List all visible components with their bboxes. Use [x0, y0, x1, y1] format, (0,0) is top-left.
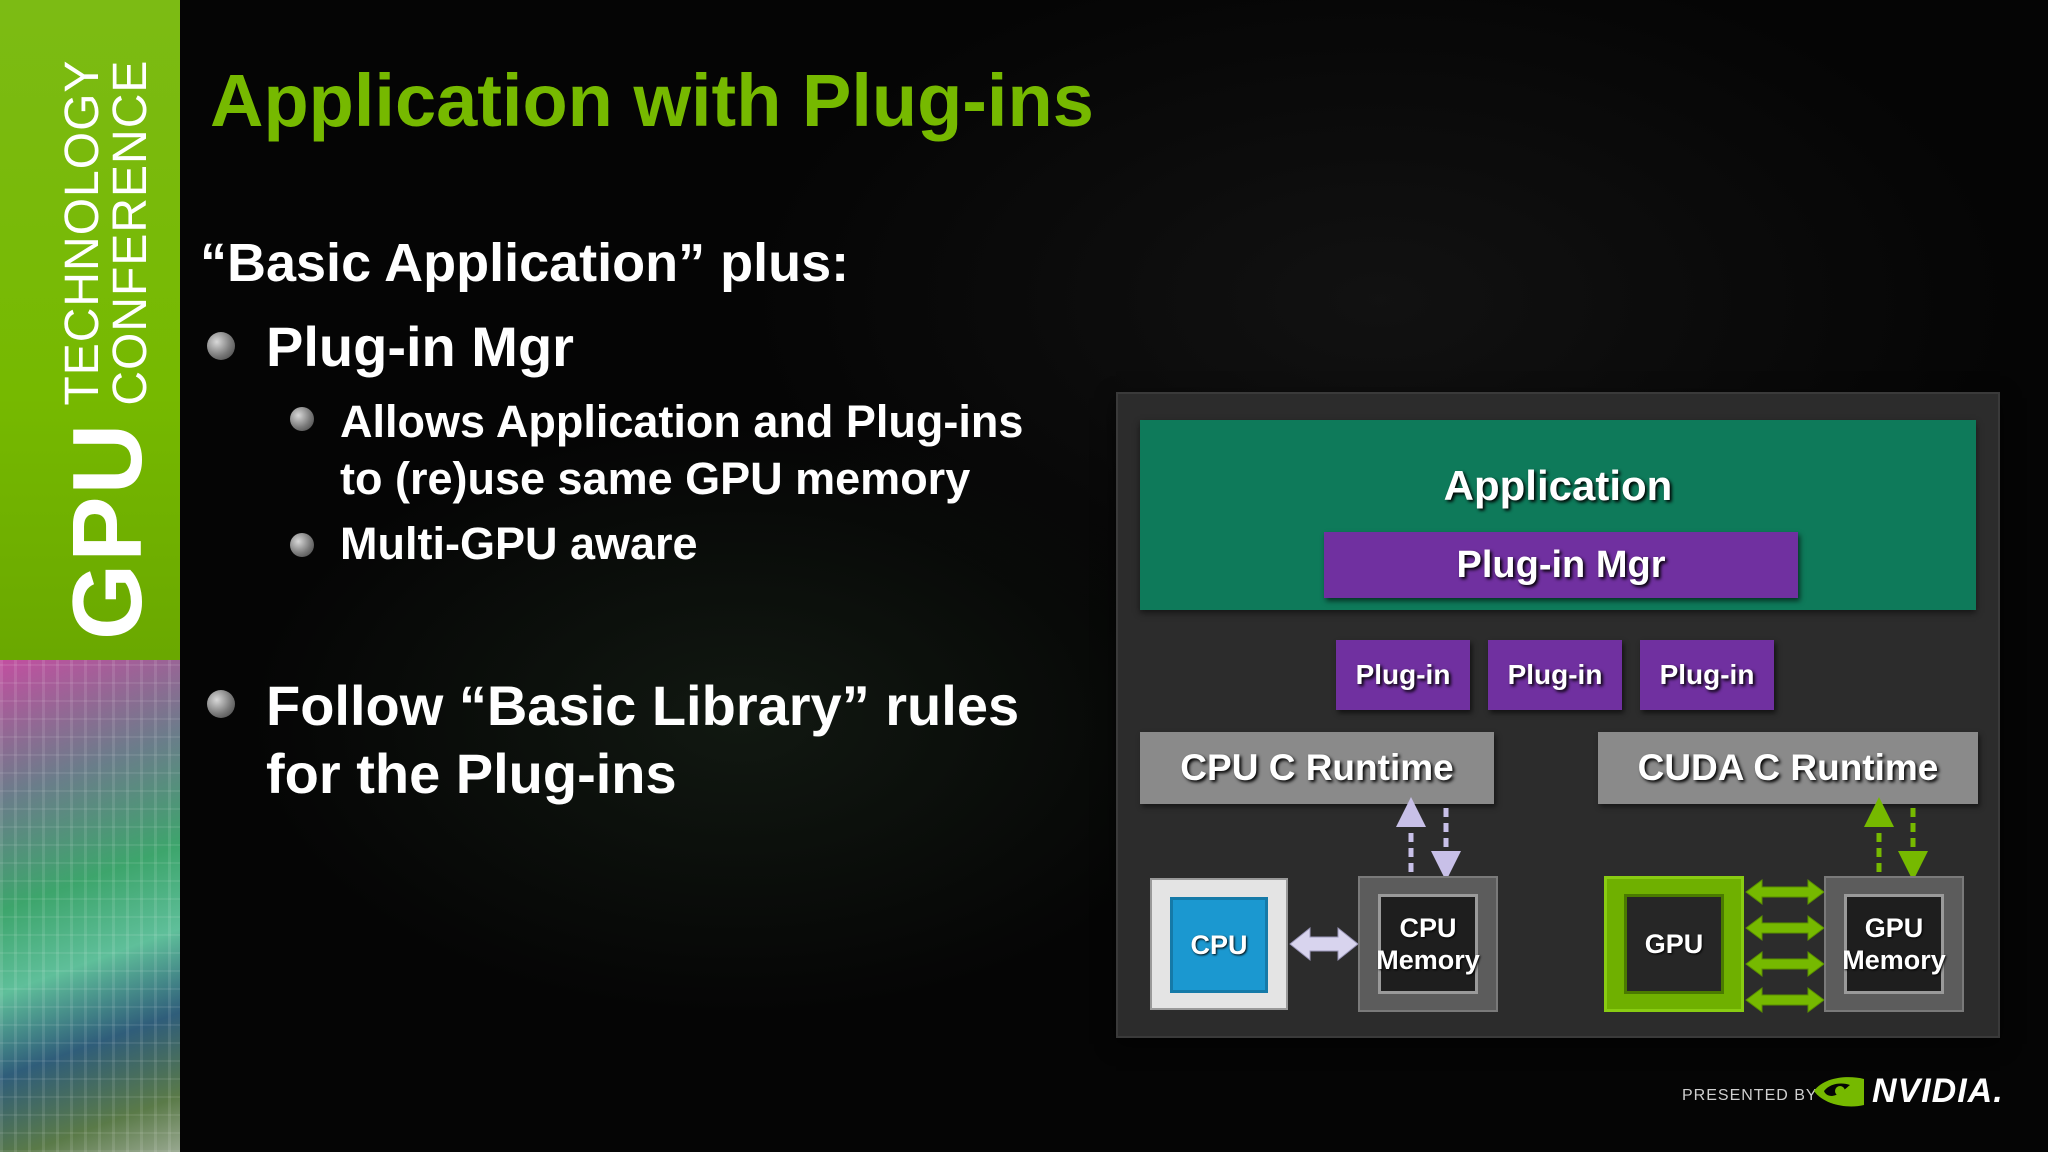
- intro-text: “Basic Application” plus:: [200, 233, 850, 293]
- bullet-icon: [207, 690, 235, 718]
- sub-bullet-icon: [290, 407, 314, 431]
- bullet-plugin-mgr: Plug-in Mgr: [266, 315, 574, 378]
- cpu-memory-label-line1: CPU: [1399, 913, 1457, 943]
- sub-bullet-memory-reuse-line2: to (re)use same GPU memory: [340, 453, 971, 504]
- bullet-follow-rules-line2: for the Plug-ins: [266, 742, 677, 805]
- application-label: Application: [1443, 462, 1673, 509]
- gpu-memory-label-line1: GPU: [1864, 913, 1924, 943]
- presented-by-label: PRESENTED BY: [1682, 1087, 1818, 1104]
- sub-bullet-multi-gpu: Multi-GPU aware: [340, 518, 698, 569]
- gpu-memory-label-line2: Memory: [1842, 945, 1946, 975]
- side-banner-chip-image: [0, 660, 180, 1152]
- cpu-memory-link-arrow: [1289, 926, 1359, 962]
- diagram-arrows: [1289, 797, 1928, 1013]
- cuda-runtime-box: CUDA C Runtime: [1598, 732, 1978, 804]
- nvidia-wordmark: NVIDIA.: [1872, 1072, 2004, 1110]
- plugin-box-1: Plug-in: [1336, 640, 1470, 710]
- cpu-chip: CPU: [1170, 897, 1268, 993]
- cpu-runtime-box: CPU C Runtime: [1140, 732, 1494, 804]
- plugin-mgr-box: Plug-in Mgr: [1324, 532, 1798, 598]
- sub-bullet-icon: [290, 533, 314, 557]
- gpu-chip: GPU: [1624, 894, 1724, 994]
- bullet-icon: [207, 332, 235, 360]
- cpu-memory-label-line2: Memory: [1376, 945, 1480, 975]
- plugin-box-3: Plug-in: [1640, 640, 1774, 710]
- gpu-memory-chip: GPU Memory: [1842, 894, 1946, 994]
- architecture-diagram: Application Plug-in Mgr Plug-in Plug-in …: [1116, 392, 2000, 1038]
- bullet-follow-rules-line1: Follow “Basic Library” rules: [266, 674, 1020, 737]
- conference-logo: GPU TECHNOLOGY CONFERENCE: [52, 59, 162, 640]
- conference-logo-conference: CONFERENCE: [104, 59, 157, 406]
- nvidia-eye-icon: [1814, 1077, 1864, 1107]
- sub-bullet-memory-reuse-line1: Allows Application and Plug-ins: [340, 396, 1024, 447]
- cpu-memory-chip: CPU Memory: [1376, 894, 1480, 994]
- gpu-memory-link-arrows: [1745, 879, 1825, 1013]
- sub-bullet-memory-reuse: Allows Application and Plug-ins to (re)u…: [340, 393, 1023, 507]
- bullet-follow-rules: Follow “Basic Library” rules for the Plu…: [266, 672, 1019, 808]
- conference-logo-technology: TECHNOLOGY: [56, 59, 109, 406]
- slide-title: Application with Plug-ins: [210, 59, 1094, 142]
- side-banner-green: [0, 0, 180, 660]
- side-banner: GPU TECHNOLOGY CONFERENCE: [0, 0, 180, 1152]
- conference-logo-gpu: GPU: [52, 421, 162, 640]
- conference-logo-words: TECHNOLOGY CONFERENCE: [56, 59, 157, 406]
- plugin-box-2: Plug-in: [1488, 640, 1622, 710]
